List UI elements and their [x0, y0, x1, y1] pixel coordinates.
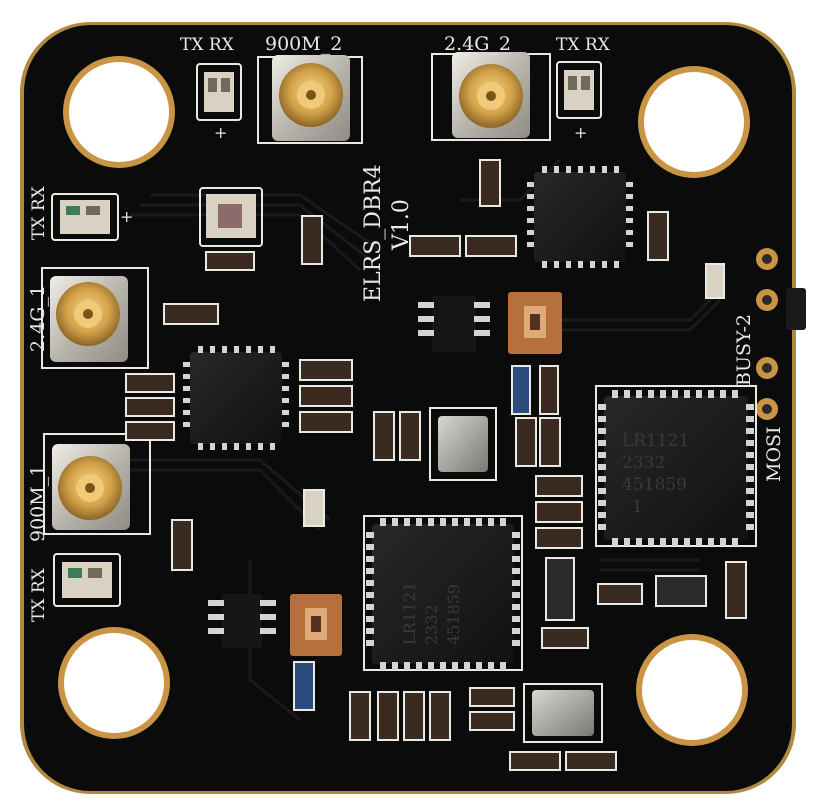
- chip-qfn-top: [527, 166, 633, 268]
- led-top-right: [556, 61, 602, 119]
- label-tx-rx-top-left: TX RX: [180, 35, 235, 55]
- chip-center-marking-1: LR1121: [400, 582, 419, 645]
- chip-right-marking-3: 451859: [622, 475, 687, 495]
- led-left-upper: [51, 193, 119, 241]
- ufl-connector-900m-2: [257, 55, 363, 144]
- ufl-connector-900m-1: [43, 433, 151, 535]
- chip-right-marking-2: 2332: [622, 453, 665, 473]
- saw-filter-bottom: [290, 594, 342, 656]
- label-tx-rx-left-upper: TX RX: [29, 185, 49, 240]
- sot-chip-center: [418, 296, 490, 352]
- chip-qfn-left: [183, 346, 289, 450]
- silkscreen-labels: TX RX 900M_2 2.4G_2 TX RX + + + TX RX 2.…: [27, 33, 785, 622]
- chip-lr1121-center: LR1121 2332 451859: [363, 515, 523, 671]
- label-plus-top-left: +: [214, 123, 227, 142]
- label-mosi: MOSI: [763, 426, 785, 482]
- label-900m-1: 900M_1: [27, 465, 49, 542]
- ufl-connector-24g-2: [431, 52, 551, 141]
- chip-right-marking-1: LR1121: [622, 431, 689, 451]
- led-left-lower: [53, 553, 121, 607]
- label-tx-rx-left-lower: TX RX: [29, 567, 49, 622]
- label-900m-2: 900M_2: [265, 33, 342, 55]
- passive-components: [125, 159, 747, 771]
- chip-center-marking-2: 2332: [422, 604, 441, 645]
- led-components: [51, 61, 602, 607]
- chip-right-marking-4: 1: [632, 497, 643, 517]
- saw-filter-center: [508, 292, 562, 354]
- label-busy-2: BUSY-2: [733, 314, 755, 386]
- led-top-left: [196, 63, 242, 121]
- label-board-name: ELRS_DBR4: [361, 164, 386, 302]
- label-board-version: V1.0: [389, 199, 414, 251]
- mounting-holes: [58, 56, 750, 746]
- label-24g-2: 2.4G_2: [444, 33, 511, 55]
- chip-lr1121-right: LR1121 2332 451859 1: [595, 385, 757, 547]
- label-24g-1: 2.4G_1: [27, 285, 49, 352]
- led-center-rgb: [199, 187, 263, 247]
- side-pin-header: [756, 248, 806, 420]
- crystal-center: [429, 407, 497, 481]
- crystal-bottom: [523, 683, 603, 743]
- label-plus-left: +: [120, 207, 133, 226]
- ufl-connector-24g-1: [41, 267, 149, 369]
- label-plus-top-right: +: [574, 123, 587, 142]
- sot-chip-bottom-left: [208, 594, 276, 648]
- label-tx-rx-top-right: TX RX: [556, 35, 611, 55]
- chip-center-marking-3: 451859: [444, 584, 463, 645]
